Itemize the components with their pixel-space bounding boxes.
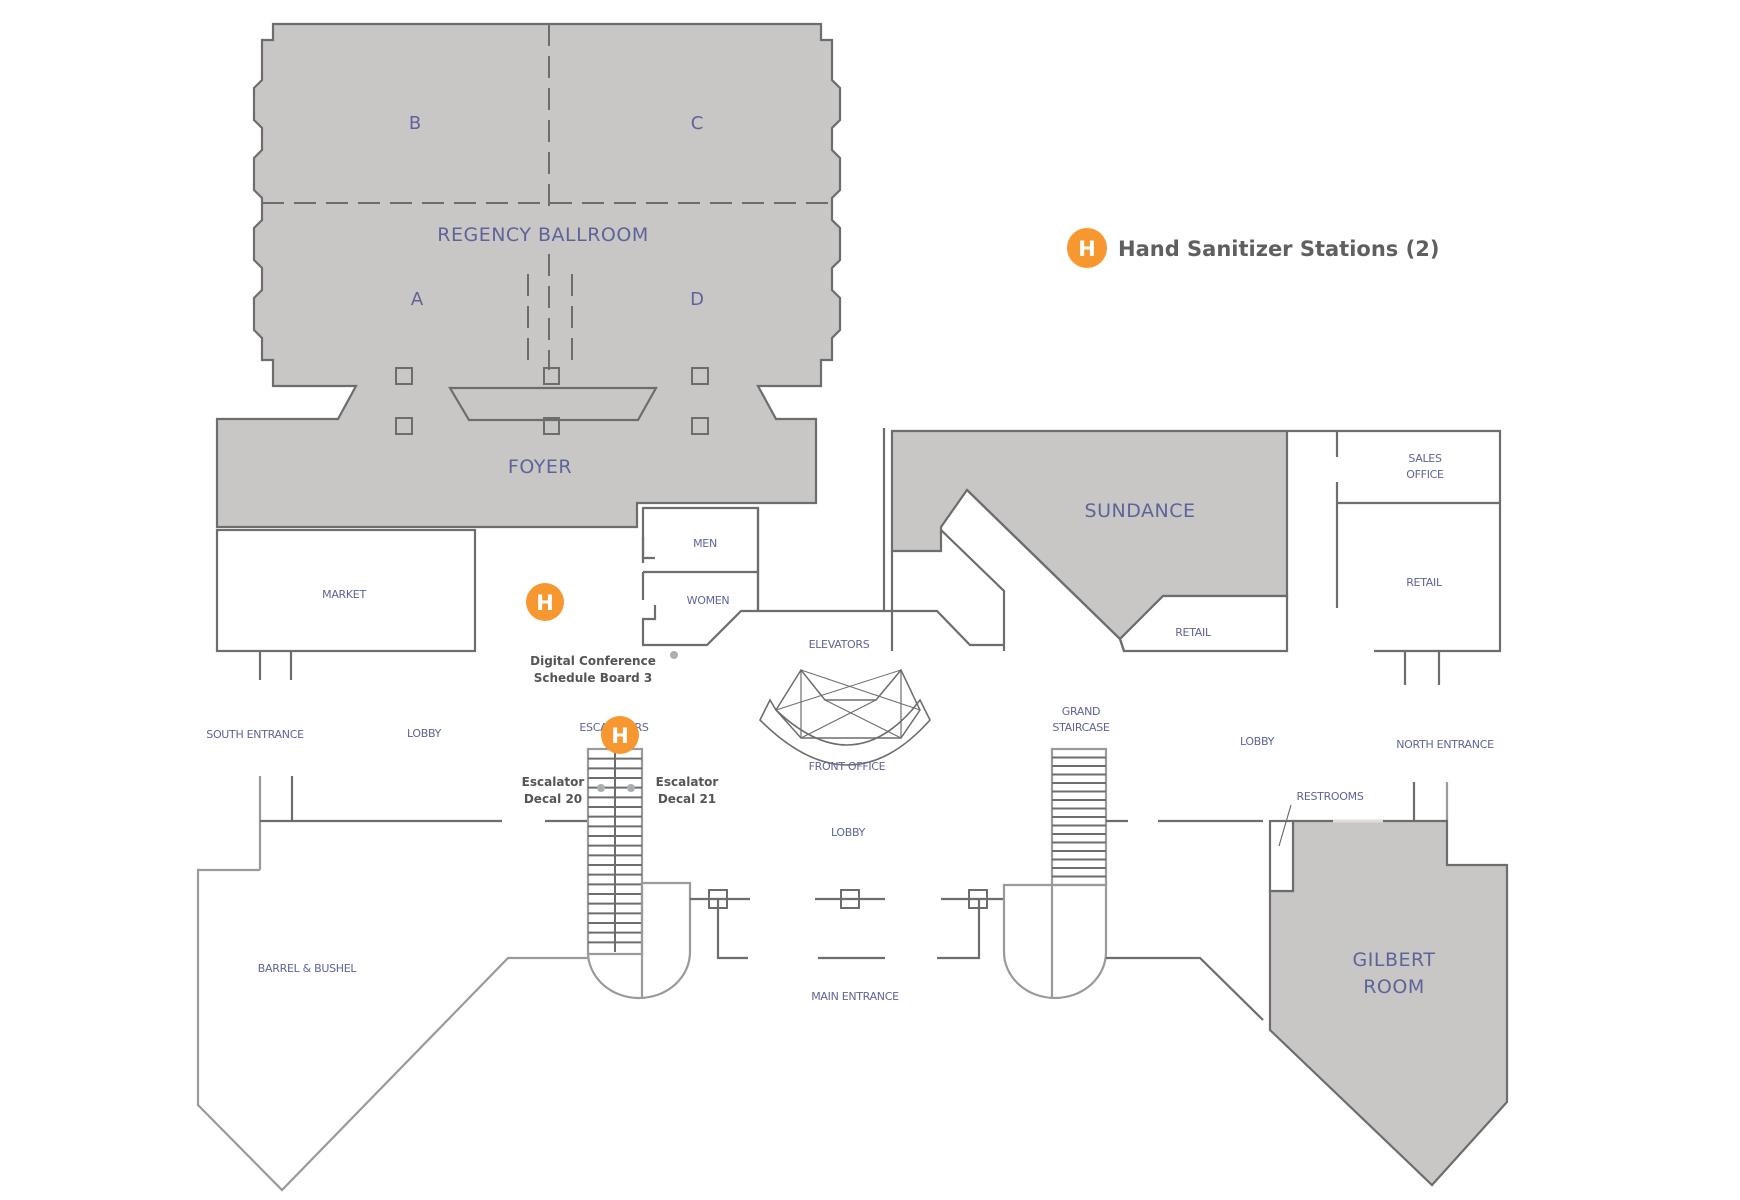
north-lobby[interactable]: LOBBY NORTH ENTRANCE <box>1106 735 1494 1021</box>
women-door-jamb <box>641 605 1005 647</box>
schedule-board-label-1: Digital Conference <box>530 654 656 668</box>
restrooms-men-women[interactable]: MEN WOMEN <box>641 428 1005 647</box>
legend: H Hand Sanitizer Stations (2) <box>1067 228 1439 268</box>
label-grand-staircase-2: STAIRCASE <box>1052 721 1110 734</box>
label-section-c: C <box>691 113 704 134</box>
label-women: WOMEN <box>687 594 730 607</box>
decal-21-label-1: Escalator <box>656 775 719 789</box>
gilbert-room-shape[interactable] <box>1268 819 1509 1187</box>
label-elevators: ELEVATORS <box>809 638 870 651</box>
sanitizer-icon-letter: H <box>536 591 554 615</box>
label-front-office: FRONT OFFICE <box>809 760 886 773</box>
market-shape[interactable] <box>215 528 477 653</box>
column <box>691 367 709 385</box>
label-gilbert-2: ROOM <box>1363 976 1425 998</box>
label-lobby-left: LOBBY <box>407 727 442 740</box>
men-door <box>641 537 655 560</box>
elevator-x <box>775 669 902 711</box>
legend-label: Hand Sanitizer Stations (2) <box>1118 237 1439 261</box>
column <box>691 417 709 435</box>
market[interactable]: MARKET <box>215 528 477 680</box>
column <box>543 417 560 435</box>
label-restrooms: RESTROOMS <box>1296 790 1363 803</box>
door-post <box>840 889 860 909</box>
sanitizer-marker-lobby[interactable]: H <box>526 583 564 621</box>
label-section-b: B <box>409 113 421 134</box>
decal-21-marker[interactable] <box>627 784 635 792</box>
label-north-entrance: NORTH ENTRANCE <box>1396 738 1494 751</box>
vestibule-wall <box>716 899 748 960</box>
barrel-bushel[interactable]: BARREL & BUSHEL <box>196 868 588 1192</box>
staircase-landing <box>1002 883 1108 1000</box>
escalator-landing <box>586 881 692 1000</box>
label-barrel-bushel: BARREL & BUSHEL <box>258 962 358 975</box>
sundance-corridor-wall <box>966 489 1126 652</box>
column <box>395 417 413 435</box>
regency-ballroom-foyer[interactable]: B C REGENCY BALLROOM A D FOYER <box>215 22 842 529</box>
schedule-board-label-2: Schedule Board 3 <box>534 671 653 685</box>
label-grand-staircase-1: GRAND <box>1062 705 1100 718</box>
sundance[interactable]: SUNDANCE RETAIL <box>890 429 1289 653</box>
lobby-wall <box>1106 956 1264 1021</box>
sanitizer-icon-letter: H <box>611 724 629 748</box>
column <box>543 367 560 385</box>
sales-office-retail[interactable]: SALES OFFICE RETAIL <box>1287 429 1502 685</box>
vestibule-wall <box>937 899 981 960</box>
front-office-counter <box>759 698 931 766</box>
label-men: MEN <box>693 537 717 550</box>
legend-icon-letter: H <box>1078 237 1096 261</box>
column <box>395 367 413 385</box>
sundance-corridor-wall <box>940 529 1006 651</box>
label-lobby-right: LOBBY <box>1240 735 1275 748</box>
elevator-x <box>800 669 921 711</box>
barrel-bushel-shape[interactable] <box>196 868 588 1192</box>
staircase-steps <box>1052 756 1106 878</box>
label-south-entrance: SOUTH ENTRANCE <box>206 728 304 741</box>
label-section-d: D <box>690 289 704 310</box>
elevator-x <box>800 699 877 739</box>
schedule-board-3[interactable]: Digital Conference Schedule Board 3 <box>530 651 678 685</box>
escalator-steps <box>588 757 642 944</box>
foyer-bar <box>448 386 658 422</box>
label-foyer: FOYER <box>508 456 572 478</box>
decal-21-label-2: Decal 21 <box>658 792 716 806</box>
label-sales-office-2: OFFICE <box>1406 468 1444 481</box>
decal-20-label-2: Decal 20 <box>524 792 582 806</box>
label-main-entrance: MAIN ENTRANCE <box>811 990 899 1003</box>
restroom-leader-line <box>1278 804 1292 847</box>
label-market: MARKET <box>322 588 366 601</box>
north-restroom[interactable] <box>1268 819 1295 893</box>
label-regency-ballroom: REGENCY BALLROOM <box>437 224 648 246</box>
label-lobby-center: LOBBY <box>831 826 866 839</box>
label-gilbert-1: GILBERT <box>1353 949 1436 971</box>
label-sales-office-1: SALES <box>1408 452 1442 465</box>
sales-block-outer <box>1287 429 1502 653</box>
decal-20-label-1: Escalator <box>522 775 585 789</box>
sanitizer-marker-escalators[interactable]: H <box>601 716 639 754</box>
front-office-desk[interactable]: ELEVATORS FRONT OFFICE <box>759 638 931 773</box>
legend-sanitizer-icon <box>1067 228 1107 268</box>
gilbert-room[interactable]: RESTROOMS GILBERT ROOM <box>1268 790 1509 1187</box>
label-section-a: A <box>411 289 424 310</box>
label-sundance: SUNDANCE <box>1085 500 1196 522</box>
sanitizer-icon[interactable] <box>601 716 639 754</box>
label-retail-right: RETAIL <box>1406 576 1443 589</box>
south-lobby[interactable]: SOUTH ENTRANCE LOBBY <box>206 727 588 870</box>
grand-staircase[interactable]: GRAND STAIRCASE <box>1002 705 1110 1000</box>
escalators[interactable]: ESCALATORS Escalator Decal 20 Escalator … <box>522 721 719 1000</box>
label-retail-small: RETAIL <box>1175 626 1212 639</box>
elevator-x <box>824 699 902 739</box>
main-entrance[interactable]: MAIN ENTRANCE LOBBY <box>690 826 1004 1003</box>
schedule-board-marker[interactable] <box>670 651 678 659</box>
decal-20-marker[interactable] <box>597 784 605 792</box>
sanitizer-icon[interactable] <box>526 583 564 621</box>
